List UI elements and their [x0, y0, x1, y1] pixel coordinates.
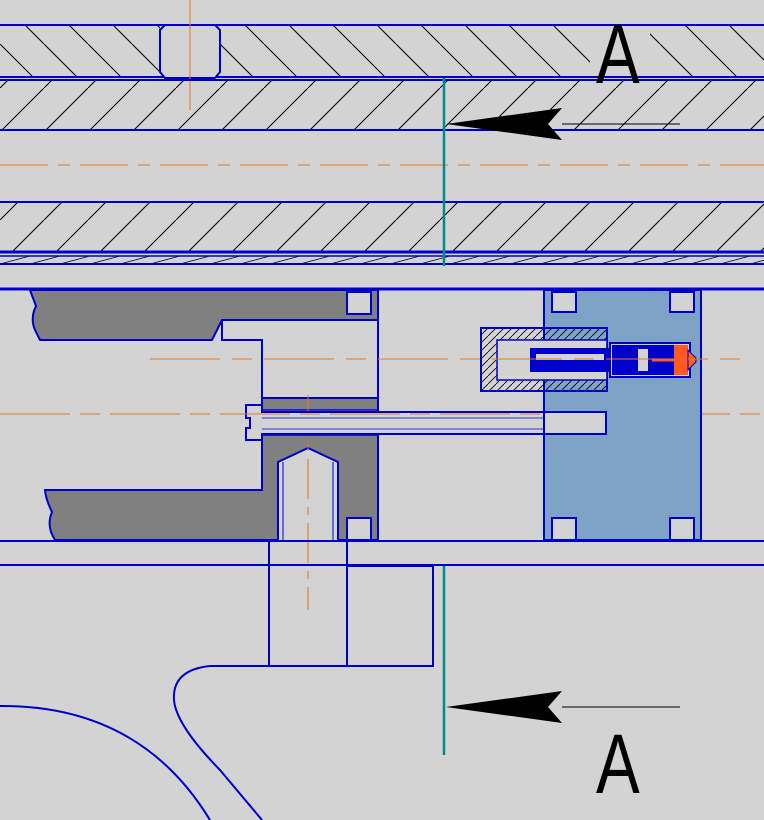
section-arrow-bottom-icon	[446, 691, 680, 723]
corner-square	[346, 517, 372, 541]
inner-wall-lower-hatch	[0, 202, 764, 252]
bottom-bracket	[172, 565, 434, 820]
corner-square	[551, 517, 577, 541]
top-tube-section	[0, 0, 764, 265]
bottom-section	[0, 540, 434, 820]
inner-wall-upper-hatch	[0, 80, 764, 130]
corner-square	[669, 517, 695, 541]
section-arrow-top-icon	[446, 108, 680, 140]
corner-square	[669, 291, 695, 313]
corner-square	[551, 291, 577, 313]
corner-square	[346, 291, 372, 315]
section-label-top: A	[596, 7, 640, 101]
plunger-tip	[674, 345, 688, 375]
bottom-arc	[0, 704, 211, 820]
middle-body-section	[0, 287, 764, 610]
section-label-bottom: A	[596, 717, 640, 811]
housing-upper	[28, 289, 379, 341]
